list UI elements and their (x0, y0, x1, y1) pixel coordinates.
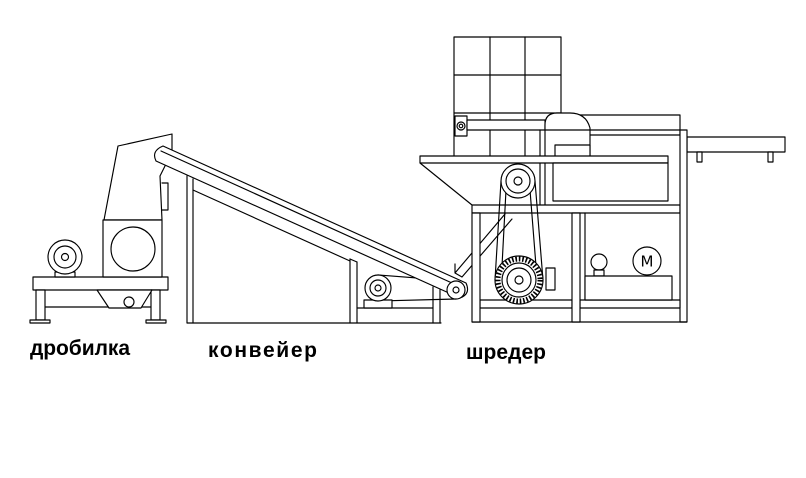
drive-belt-left-inner (501, 189, 507, 267)
conveyor-end-roller (446, 280, 466, 300)
motor-symbol: M (641, 253, 654, 271)
crusher-motor-pulley-rim (53, 245, 77, 269)
conveyor-mid-post-cap (349, 258, 358, 263)
crusher-label: дробилка (30, 337, 130, 360)
frame-base-rail-right (579, 299, 681, 309)
rotor-teeth (495, 256, 543, 304)
cutting-chamber (552, 162, 669, 202)
conveyor-motor-pulley (364, 274, 392, 302)
shredder-label: шредер (466, 341, 546, 364)
outlet-leg-right (767, 151, 774, 163)
shredder-table-slope (419, 162, 473, 206)
conveyor-label: конвейер (208, 339, 317, 362)
crusher-flywheel (110, 226, 156, 272)
conveyor-end-roller-hub (452, 286, 460, 294)
rotor-hub (506, 267, 532, 293)
top-pulley-hub (513, 176, 523, 186)
gearbox-knob-stand (593, 269, 605, 277)
pusher-rail-left (466, 119, 546, 131)
crusher-leg-right (150, 289, 161, 321)
drive-belt-right-outer (534, 180, 544, 281)
motor-base (584, 275, 673, 301)
shredder-table-plate (419, 155, 669, 164)
crusher-motor-pulley (47, 239, 83, 275)
crusher-motor-pulley-hub (60, 252, 70, 262)
frame-column-right (679, 129, 688, 323)
crusher-hopper-flange (161, 182, 169, 211)
crusher (29, 133, 173, 324)
shredder: M (419, 36, 786, 323)
crusher-discharge-bearing (123, 296, 135, 308)
outlet-chute (686, 136, 786, 153)
frame-top-beam (471, 204, 681, 214)
rotor-bearing-block (545, 267, 556, 291)
crusher-leg-left (35, 289, 46, 321)
frame-column-left (471, 212, 481, 323)
frame-column-middle (571, 212, 581, 323)
crusher-base-frame (32, 276, 169, 291)
crusher-foot-left (29, 319, 51, 324)
conveyor-under-frame (192, 189, 351, 262)
rail-end-bolt (456, 121, 466, 131)
gearbox-knob (590, 253, 608, 271)
conveyor (153, 145, 469, 324)
conveyor-motor-pulley-rim (369, 279, 387, 297)
drive-belt-right-inner (529, 189, 537, 267)
rail-end-bolt-center (458, 123, 464, 129)
top-pulley-rim (505, 168, 531, 194)
motor-icon (632, 246, 662, 276)
drive-belt-left-outer (494, 180, 502, 281)
guard-plate (454, 213, 513, 278)
rotor-axle (514, 275, 524, 285)
conveyor-motor-pulley-hub (374, 284, 382, 292)
outlet-leg-left (696, 151, 703, 163)
conveyor-belt-surface (160, 150, 464, 289)
crusher-foot-right (145, 319, 167, 324)
